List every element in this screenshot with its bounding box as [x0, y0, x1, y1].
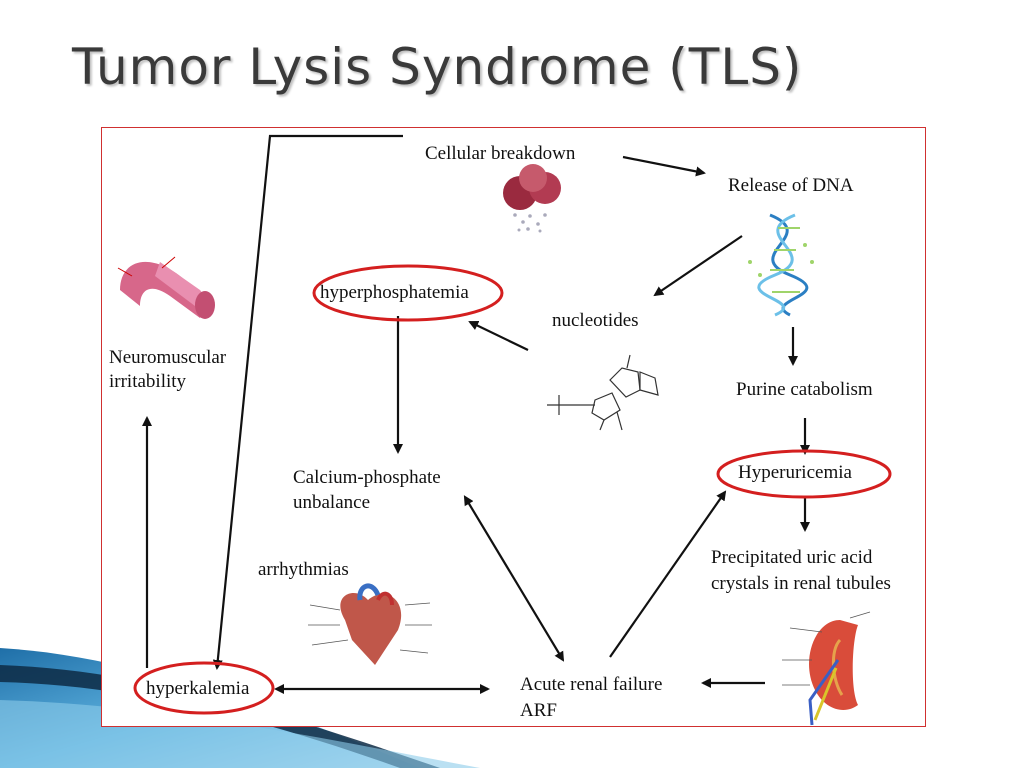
node-arf-line1: Acute renal failure	[520, 674, 663, 695]
arrow-dna-to-nucleotides	[653, 235, 743, 297]
node-precipitated-line2: crystals in renal tubules	[711, 573, 891, 594]
node-cellular-breakdown: Cellular breakdown	[425, 143, 576, 164]
highlight-hyperuricemia	[716, 449, 892, 499]
node-precipitated-line1: Precipitated uric acid	[711, 547, 873, 568]
node-arf-line2: ARF	[520, 700, 557, 721]
arrow-breakdown-to-dna	[622, 155, 706, 177]
muscle-fiber-icon	[117, 256, 215, 319]
node-hyperphosphatemia: hyperphosphatemia	[320, 282, 469, 303]
node-neuromuscular-line2: irritability	[109, 371, 187, 392]
node-arrhythmias: arrhythmias	[258, 559, 349, 580]
node-purine-catabolism: Purine catabolism	[736, 379, 873, 400]
arrow-arf-to-hyperuricemia	[609, 490, 727, 658]
node-nucleotides: nucleotides	[552, 310, 639, 331]
node-hyperkalemia: hyperkalemia	[146, 678, 250, 699]
cell-breakdown-icon	[503, 164, 561, 233]
nucleotide-structure-icon	[547, 354, 659, 431]
slide-title: Tumor Lysis Syndrome (TLS)	[72, 38, 803, 96]
arrow-calcium-arf	[463, 495, 565, 662]
arrow-nucleotides-to-hyperphosphatemia	[468, 320, 529, 351]
kidney-icon	[782, 611, 871, 726]
heart-icon	[308, 583, 432, 665]
node-calcium-phosphate-line1: Calcium-phosphate	[293, 467, 441, 488]
node-calcium-phosphate-line2: unbalance	[293, 492, 371, 513]
highlight-hyperkalemia	[133, 661, 275, 715]
node-neuromuscular-line1: Neuromuscular	[109, 347, 227, 368]
arrow-breakdown-to-hyperkalemia	[212, 134, 403, 670]
node-hyperuricemia: Hyperuricemia	[738, 462, 852, 483]
node-release-of-dna: Release of DNA	[728, 175, 854, 196]
highlight-hyperphosphatemia	[312, 264, 504, 322]
dna-helix-icon	[748, 213, 814, 317]
